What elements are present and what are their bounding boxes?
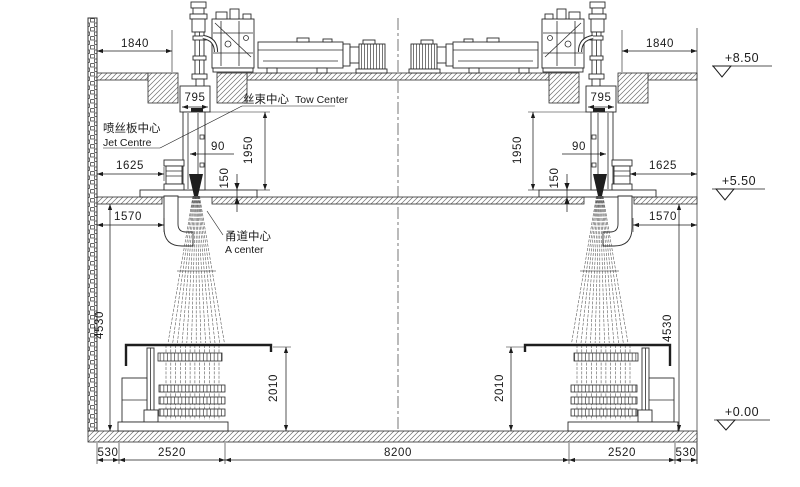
dim-150-left: 150 xyxy=(219,168,240,212)
dim-text: 4530 xyxy=(94,311,106,339)
building-wall xyxy=(87,17,98,432)
elevation-marker-roof: +8.50 xyxy=(711,51,772,78)
elevation-text: +8.50 xyxy=(725,51,759,65)
elevation-marker-mid: +5.50 xyxy=(712,174,765,201)
dim-150-right: 150 xyxy=(549,168,570,212)
dim-2520-left: 2520 xyxy=(158,447,186,459)
dim-1570-left: 1570 xyxy=(97,211,165,232)
spin-position-right xyxy=(409,2,678,431)
dim-text: 90 xyxy=(211,141,225,153)
a-center-zh: 甬道中心 xyxy=(225,229,271,243)
label-tow-center: 丝束中心 Tow Center xyxy=(159,93,349,149)
a-center-en: A center xyxy=(225,244,264,256)
dim-1950-right: 1950 xyxy=(512,111,586,191)
dim-text: 2010 xyxy=(494,374,506,402)
dim-4530-left: 4530 xyxy=(94,204,113,431)
label-jet-centre: 喷丝板中心 Jet Centre xyxy=(103,121,161,149)
ground-slab xyxy=(87,430,698,443)
dim-text: 1950 xyxy=(243,136,255,164)
label-a-center: 甬道中心 A center xyxy=(206,210,271,256)
bottom-dimension-chain: 530 2520 8200 2520 530 xyxy=(96,443,698,464)
dim-8200: 8200 xyxy=(384,447,412,459)
dim-text: 90 xyxy=(572,141,586,153)
dim-text: 2010 xyxy=(268,374,280,402)
dim-4530-right: 4530 xyxy=(662,204,682,431)
spin-position-left xyxy=(118,2,387,431)
dim-1840-right: 1840 xyxy=(621,30,697,72)
dim-text: 1625 xyxy=(649,160,677,172)
dim-90-left: 90 xyxy=(190,141,234,157)
floor-slab-550 xyxy=(96,196,698,205)
dim-text: 4530 xyxy=(662,314,674,342)
dim-text: 795 xyxy=(591,92,612,104)
dim-text: 1950 xyxy=(512,136,524,164)
dim-530-right: 530 xyxy=(676,447,697,459)
dim-90-right: 90 xyxy=(562,141,606,157)
jet-centre-en: Jet Centre xyxy=(103,137,152,149)
tow-center-zh: 丝束中心 xyxy=(243,93,289,106)
dim-text: 150 xyxy=(219,168,231,189)
dim-text: 150 xyxy=(549,168,561,189)
dim-530-left: 530 xyxy=(98,447,119,459)
dim-1950-left: 1950 xyxy=(210,111,270,191)
dim-2520-right: 2520 xyxy=(608,447,636,459)
tow-center-en: Tow Center xyxy=(295,94,349,106)
dim-text: 1570 xyxy=(649,211,677,223)
elevation-text: +0.00 xyxy=(725,405,759,419)
dim-text: 795 xyxy=(185,92,206,104)
elevation-text: +5.50 xyxy=(722,174,756,188)
dim-1625-left: 1625 xyxy=(97,160,165,181)
dim-795-left: 795 xyxy=(182,92,208,110)
elevation-marker-ground: +0.00 xyxy=(714,405,770,431)
dim-text: 1840 xyxy=(646,38,674,50)
jet-centre-zh: 喷丝板中心 xyxy=(103,121,161,135)
dim-1840-left: 1840 xyxy=(97,30,173,72)
dim-text: 1625 xyxy=(116,160,144,172)
dim-text: 1570 xyxy=(114,211,142,223)
dim-1625-right: 1625 xyxy=(629,160,697,181)
dim-1570-right: 1570 xyxy=(632,211,697,232)
dim-795-right: 795 xyxy=(588,92,614,110)
dim-text: 1840 xyxy=(121,38,149,50)
floor-slab-850 xyxy=(96,72,698,104)
dim-2010-right: 2010 xyxy=(494,346,524,431)
dim-2010-left: 2010 xyxy=(268,346,291,431)
